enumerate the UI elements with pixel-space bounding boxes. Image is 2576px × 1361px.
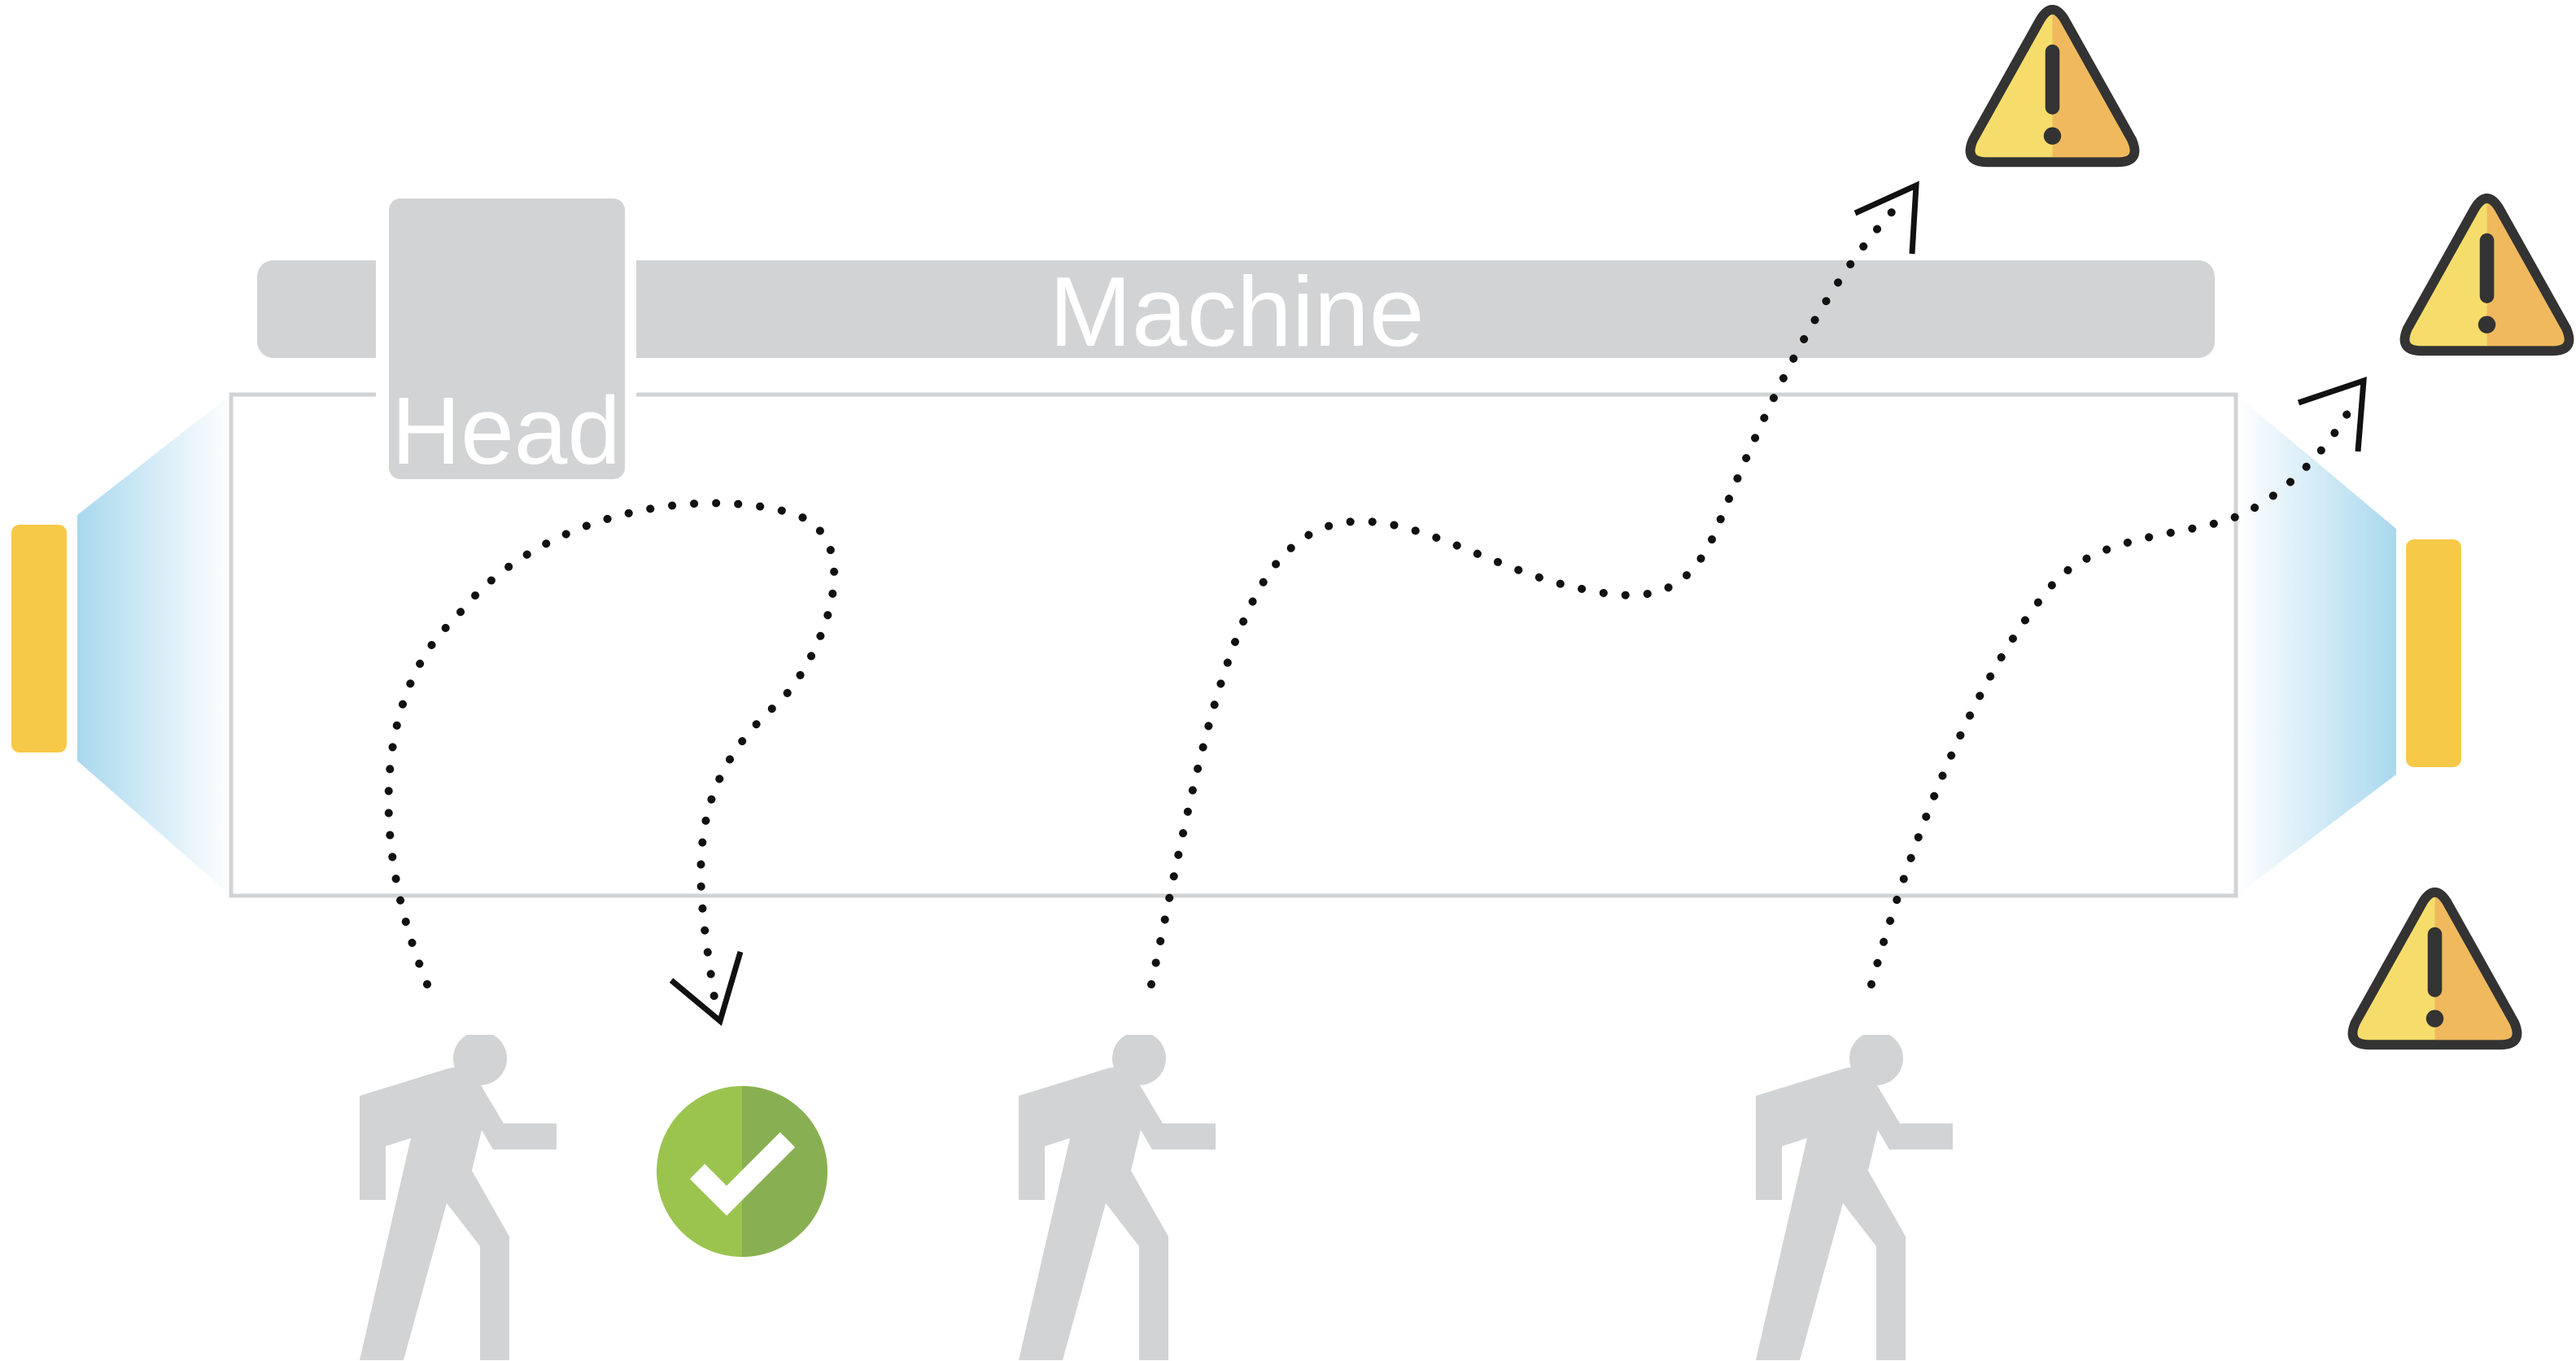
arrowhead <box>669 951 744 1027</box>
path-warning-1 <box>1147 181 1919 988</box>
left-sensor-emitter <box>11 525 67 752</box>
right-sensor-emitter <box>2406 539 2461 767</box>
machine-rail <box>257 260 2215 358</box>
path-safe <box>384 499 839 1027</box>
machine: Machine <box>257 256 2215 367</box>
arrowhead <box>2297 376 2367 452</box>
dotted-path <box>1867 395 2360 988</box>
arrowhead <box>1853 181 1919 255</box>
walking-person-icon <box>1019 1035 1216 1360</box>
warning-triangle-icon <box>1971 8 2135 162</box>
right-sensor <box>2236 395 2461 896</box>
dotted-path <box>1147 199 1904 988</box>
walking-person-icon <box>360 1035 557 1360</box>
path-warning-2 <box>1867 376 2367 988</box>
walking-person-icon <box>1756 1035 1953 1360</box>
dotted-path <box>384 499 839 1013</box>
head-label: Head <box>391 377 621 485</box>
right-light-beam <box>2236 395 2396 896</box>
machine-label: Machine <box>1049 256 1424 367</box>
left-sensor <box>11 395 231 896</box>
warning-triangle-icon <box>2405 197 2569 351</box>
check-circle-icon <box>657 1086 827 1257</box>
warning-triangle-icon <box>2353 891 2517 1045</box>
left-light-beam <box>77 395 231 896</box>
head-block <box>389 198 625 479</box>
machine-head: Head <box>376 187 636 490</box>
